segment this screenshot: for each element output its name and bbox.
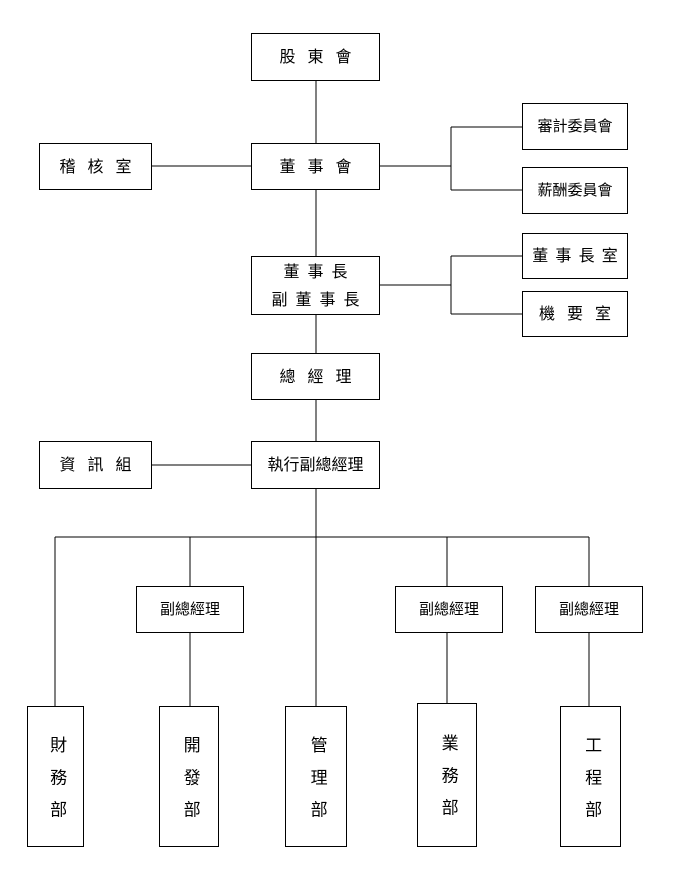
shareholders-box: 股東會 bbox=[251, 33, 380, 81]
engineering-dept-box: 工程部 bbox=[560, 706, 621, 847]
board-box: 董事會 bbox=[251, 143, 380, 190]
general-manager-box: 總經理 bbox=[251, 353, 380, 400]
audit-office-box: 稽核室 bbox=[39, 143, 152, 190]
vp-box-3: 副總經理 bbox=[535, 586, 643, 633]
development-dept-box: 開發部 bbox=[159, 706, 219, 847]
chairman-office-box: 董事長室 bbox=[522, 233, 628, 279]
audit-committee-box: 審計委員會 bbox=[522, 103, 628, 150]
info-team-box: 資訊組 bbox=[39, 441, 152, 489]
compensation-committee-box: 薪酬委員會 bbox=[522, 167, 628, 214]
executive-vp-box: 執行副總經理 bbox=[251, 441, 380, 489]
vp-box-2: 副總經理 bbox=[395, 586, 503, 633]
finance-dept-box: 財務部 bbox=[27, 706, 84, 847]
chairman-box: 董事長 副董事長 bbox=[251, 256, 380, 315]
vice-chairman-label: 副董事長 bbox=[271, 289, 368, 309]
management-dept-box: 管理部 bbox=[285, 706, 347, 847]
chairman-label: 董事長 bbox=[283, 261, 356, 281]
vp-box-1: 副總經理 bbox=[136, 586, 244, 633]
sales-dept-box: 業務部 bbox=[417, 703, 477, 847]
secretariat-box: 機要室 bbox=[522, 291, 628, 337]
